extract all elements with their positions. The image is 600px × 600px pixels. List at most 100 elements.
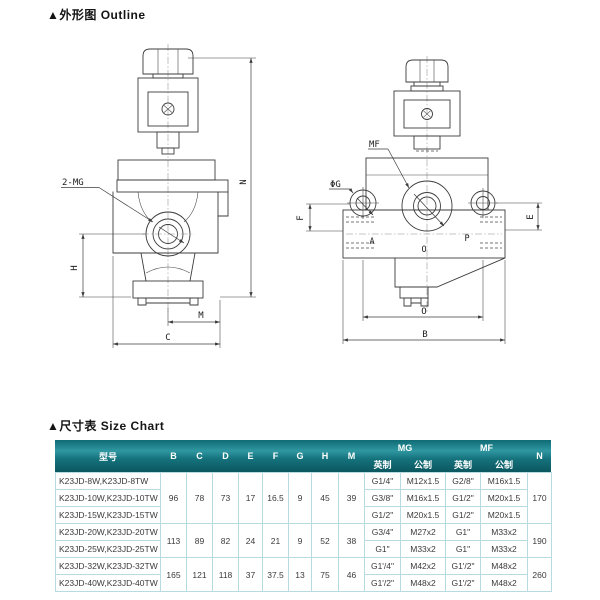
cell-mg-imperial: G1'/4": [364, 557, 401, 575]
dim-label-o: O: [421, 307, 426, 317]
size-chart-table: 型号 B C D E F G H M MG MF N 英制 公制 英制: [55, 440, 552, 592]
cell-model: K23JD-15W,K23JD-15TW: [55, 506, 161, 524]
table-row: K23JD-20W,K23JD-20TW 113 89 82 24 21 9 5…: [55, 523, 552, 558]
col-header-d: D: [222, 451, 229, 461]
cell-g: 13: [288, 557, 312, 592]
cell-mf-metric: M33x2: [480, 523, 528, 541]
cell-b: 113: [160, 523, 187, 558]
cell-m: 39: [338, 472, 365, 524]
cell-mg-imperial: G1/2": [364, 506, 401, 524]
col-header-m: M: [347, 451, 356, 461]
dim-label-b: B: [422, 330, 427, 340]
cell-e: 24: [238, 523, 263, 558]
cell-mf-imperial: G1": [445, 523, 481, 541]
cell-n: 260: [527, 557, 552, 592]
cell-d: 73: [212, 472, 239, 524]
cell-mg-metric: M27x2: [400, 523, 446, 541]
right-valve-drawing: A O P MF ΦG F E: [296, 56, 542, 344]
cell-b: 96: [160, 472, 187, 524]
cell-h: 75: [311, 557, 339, 592]
left-valve-drawing: 2-MG N H M C: [61, 44, 256, 348]
cell-mg-imperial: G1/4": [364, 472, 401, 490]
cell-mg-metric: M16x1.5: [400, 489, 446, 507]
cell-d: 82: [212, 523, 239, 558]
cell-model: K23JD-8W,K23JD-8TW: [55, 472, 161, 490]
cell-model: K23JD-40W,K23JD-40TW: [55, 574, 161, 592]
dim-label-c: C: [165, 333, 170, 343]
dim-label-f: F: [296, 215, 306, 220]
table-row: K23JD-25W,K23JD-25TW G1" M33x2 G1" M33x2: [55, 540, 552, 558]
outline-section-title: ▲外形图 Outline: [47, 8, 146, 22]
cell-mf-metric: M48x2: [480, 557, 528, 575]
col-header-mf-imperial: 英制: [453, 459, 472, 470]
cell-mg-metric: M48x2: [400, 574, 446, 592]
port-letter-p: P: [464, 234, 469, 244]
table-header-background: [55, 440, 551, 474]
cell-mg-metric: M42x2: [400, 557, 446, 575]
cell-mf-imperial: G1": [445, 540, 481, 558]
col-group-mf: MF: [480, 443, 493, 453]
header-row-units: 英制 公制 英制 公制: [56, 456, 552, 473]
cell-e: 17: [238, 472, 263, 524]
size-chart: 型号 B C D E F G H M MG MF N 英制 公制 英制: [55, 440, 552, 592]
header-row-groups: 型号 B C D E F G H M MG MF N: [56, 440, 552, 462]
hole-diameter-label: ΦG: [330, 180, 341, 190]
cell-mf-imperial: G1'/2": [445, 557, 481, 575]
cell-n: 190: [527, 523, 552, 558]
cell-h: 45: [311, 472, 339, 524]
valve-outline-drawings: 2-MG N H M C: [61, 44, 542, 348]
cell-mf-imperial: G1/2": [445, 506, 481, 524]
col-header-e: E: [247, 451, 254, 461]
cell-mg-imperial: G3/8": [364, 489, 401, 507]
port-letter-o: O: [421, 245, 426, 255]
cell-d: 118: [212, 557, 239, 592]
port-letter-a: A: [369, 237, 374, 247]
col-header-g: G: [296, 451, 304, 461]
cell-mg-imperial: G1": [364, 540, 401, 558]
cell-model: K23JD-25W,K23JD-25TW: [55, 540, 161, 558]
table-row: K23JD-32W,K23JD-32TW 165 121 118 37 37.5…: [55, 557, 552, 592]
cell-n: 170: [527, 472, 552, 524]
cell-mf-metric: M48x2: [480, 574, 528, 592]
col-header-mf-metric: 公制: [494, 459, 513, 470]
cell-c: 78: [186, 472, 213, 524]
cell-c: 89: [186, 523, 213, 558]
col-header-model: 型号: [98, 451, 117, 462]
cell-mf-metric: M20x1.5: [480, 489, 528, 507]
size-chart-section-title: ▲尺寸表 Size Chart: [47, 419, 165, 433]
cell-e: 37: [238, 557, 263, 592]
col-header-h: H: [321, 451, 329, 461]
col-header-b: B: [170, 451, 177, 461]
cell-mf-metric: M33x2: [480, 540, 528, 558]
cell-f: 21: [262, 523, 289, 558]
cell-mg-metric: M12x1.5: [400, 472, 446, 490]
cell-mf-imperial: G1/2": [445, 489, 481, 507]
cell-mf-metric: M20x1.5: [480, 506, 528, 524]
col-header-mg-imperial: 英制: [373, 459, 392, 470]
cell-b: 165: [160, 557, 187, 592]
col-header-n: N: [536, 451, 543, 461]
dim-label-n: N: [239, 179, 249, 184]
cell-model: K23JD-10W,K23JD-10TW: [55, 489, 161, 507]
left-port-label: 2-MG: [62, 178, 84, 188]
cell-mf-imperial: G1'/2": [445, 574, 481, 592]
cell-m: 38: [338, 523, 365, 558]
cell-g: 9: [288, 523, 312, 558]
cell-g: 9: [288, 472, 312, 524]
cell-mg-imperial: G1'/2": [364, 574, 401, 592]
table-row: K23JD-40W,K23JD-40TW G1'/2" M48x2 G1'/2"…: [55, 574, 552, 592]
cell-model: K23JD-32W,K23JD-32TW: [55, 557, 161, 575]
cell-f: 16.5: [262, 472, 289, 524]
cell-mg-metric: M33x2: [400, 540, 446, 558]
table-row: K23JD-8W,K23JD-8TW 96 78 73 17 16.5 9 45…: [55, 472, 552, 524]
dim-label-e: E: [526, 214, 536, 219]
dim-label-m: M: [198, 311, 204, 321]
dim-label-h: H: [70, 265, 80, 270]
cell-m: 46: [338, 557, 365, 592]
cell-c: 121: [186, 557, 213, 592]
col-group-mg: MG: [397, 443, 413, 453]
table-row: K23JD-15W,K23JD-15TW G1/2" M20x1.5 G1/2"…: [55, 506, 552, 524]
col-header-mg-metric: 公制: [413, 459, 432, 470]
cell-f: 37.5: [262, 557, 289, 592]
